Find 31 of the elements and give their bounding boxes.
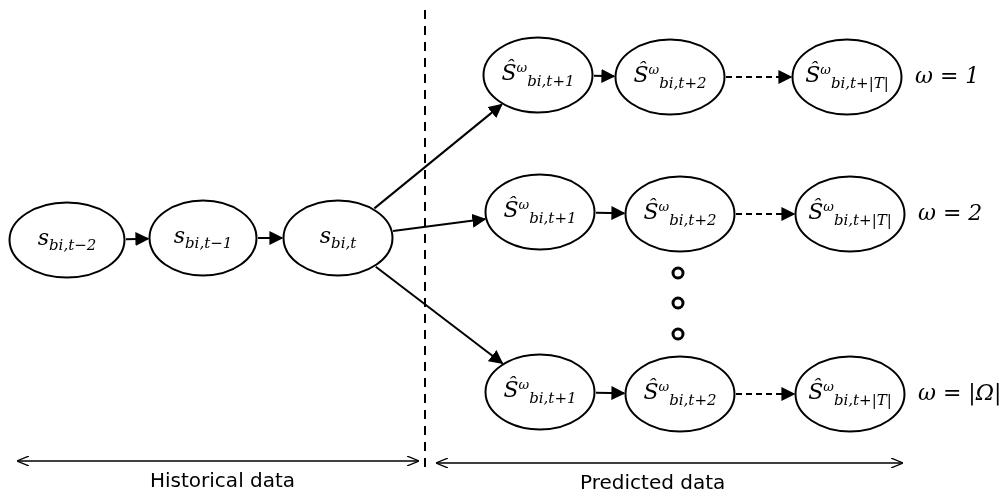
arrow — [392, 213, 487, 232]
state-ellipse — [614, 38, 726, 116]
state-ellipse — [791, 38, 903, 116]
arrow — [595, 206, 626, 220]
state-ellipse — [282, 199, 394, 277]
arrow — [735, 387, 796, 401]
omega-label: ω = 1 — [915, 63, 980, 88]
omega-label: ω = |Ω| — [918, 380, 1002, 405]
state-ellipse — [624, 355, 736, 433]
state-ellipse — [482, 36, 594, 114]
state-ellipse — [484, 353, 596, 431]
arrow — [735, 207, 796, 221]
arrow — [374, 265, 504, 365]
state-label: s$_{bi,t}$ — [319, 224, 357, 252]
arrow — [595, 386, 626, 400]
range-label: Historical data — [150, 468, 296, 491]
state-label: s$_{bi,t−2}$ — [37, 226, 97, 254]
state-label: s$_{bi,t−1}$ — [173, 224, 233, 252]
arrow — [257, 231, 284, 245]
arrow — [125, 232, 150, 246]
omega-label: ω = 2 — [918, 200, 983, 225]
state-ellipse — [148, 199, 258, 277]
state-ellipse — [484, 173, 596, 251]
arrow — [593, 68, 616, 83]
range-label: Predicted data — [580, 470, 726, 491]
arrow — [373, 103, 503, 210]
state-ellipse — [794, 355, 906, 433]
state-ellipse — [794, 175, 906, 253]
state-ellipse — [8, 201, 126, 279]
state-ellipse — [624, 175, 736, 253]
arrow — [725, 70, 793, 84]
